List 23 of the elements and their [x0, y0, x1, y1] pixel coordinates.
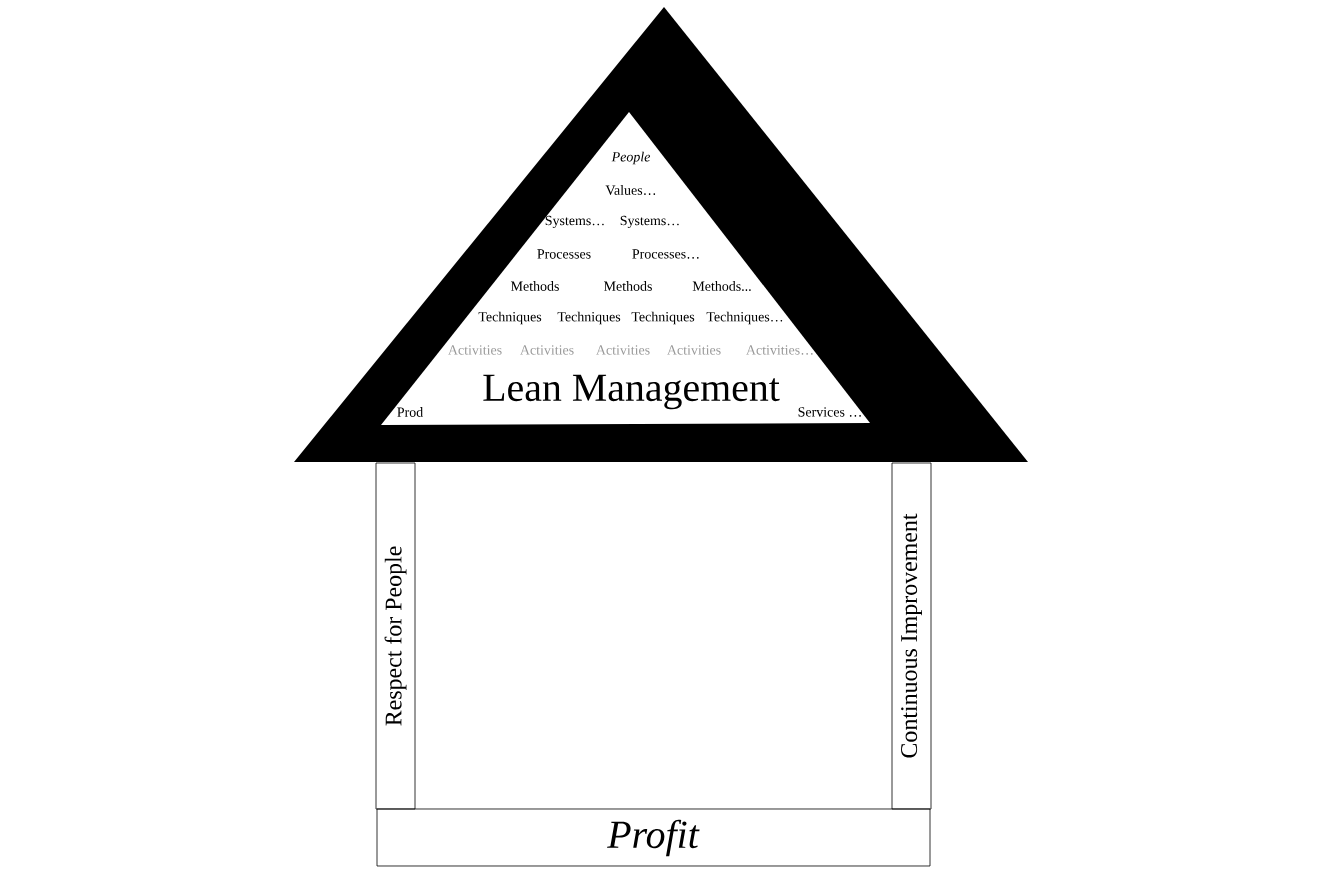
roof-word: Methods...: [692, 281, 751, 291]
roof-word: Techniques: [478, 311, 542, 325]
roof-word: Processes…: [632, 249, 699, 259]
roof-word: Prod: [397, 407, 423, 417]
roof-word: Processes: [537, 249, 591, 259]
roof-word: Services …: [798, 407, 861, 417]
roof-word: Techniques…: [706, 311, 783, 325]
roof-word: Methods: [511, 281, 559, 291]
roof-word: Systems…: [620, 215, 679, 229]
roof-word: Activities: [520, 345, 574, 355]
roof-word: Activities: [596, 345, 650, 355]
roof-word: Activities: [448, 345, 502, 355]
roof-word: Techniques: [631, 311, 695, 325]
roof-word: People: [611, 151, 651, 165]
pillar: Respect for People: [375, 462, 416, 810]
roof-word: Techniques: [557, 311, 621, 325]
roof-word: Activities…: [746, 345, 813, 355]
base-beam: Profit: [376, 808, 931, 867]
roof-word: Values…: [605, 185, 656, 195]
roof-word: Systems…: [545, 215, 604, 229]
roof-word: Methods: [604, 281, 652, 291]
pillar: Continuous Improvement: [891, 462, 932, 810]
roof-word: Activities: [667, 345, 721, 355]
